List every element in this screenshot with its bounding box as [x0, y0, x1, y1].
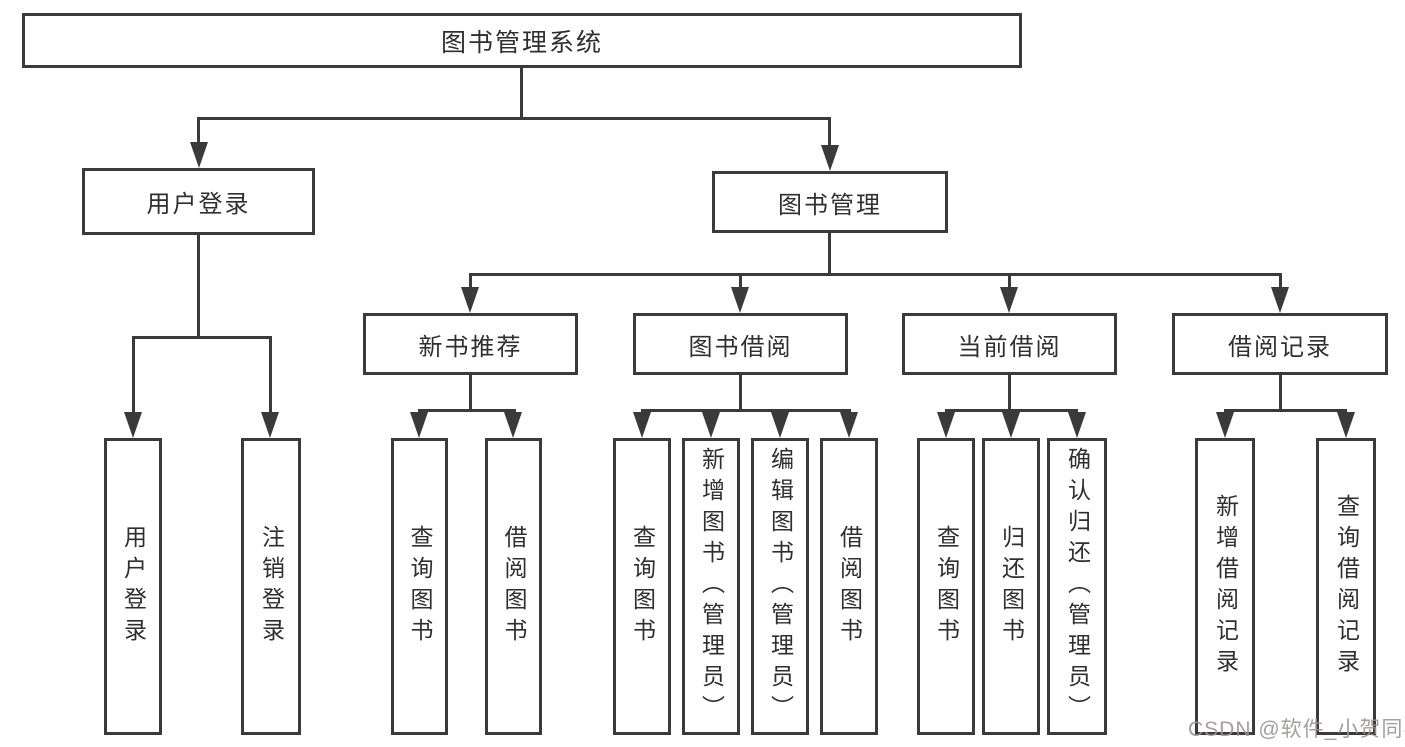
arrow-down-icon [410, 412, 428, 438]
node-new-book-recommendation: 新书推荐 [363, 313, 578, 375]
connector-line [828, 233, 831, 276]
node-user-login: 用户登录 [82, 168, 315, 235]
leaf-logout: 注销登录 [241, 438, 301, 735]
arrow-down-icon [1216, 412, 1234, 438]
connector-line [197, 117, 200, 144]
connector-line [469, 273, 472, 289]
leaf-query-books-borrow: 查询图书 [613, 438, 671, 735]
leaf-borrow-books: 借阅图书 [820, 438, 878, 735]
connector-line [469, 273, 1282, 276]
connector-line [641, 409, 851, 412]
arrow-down-icon [840, 412, 858, 438]
leaf-query-borrow-record: 查询借阅记录 [1316, 438, 1376, 735]
connector-line [469, 375, 472, 412]
arrow-down-icon [702, 412, 720, 438]
connector-line [739, 273, 742, 289]
arrow-down-icon [771, 412, 789, 438]
node-borrowing-records: 借阅记录 [1172, 313, 1388, 375]
leaf-query-books-current: 查询图书 [917, 438, 975, 735]
arrow-down-icon [1068, 412, 1086, 438]
arrow-down-icon [124, 412, 142, 438]
connector-line [197, 117, 831, 120]
connector-line [945, 409, 1078, 412]
connector-line [197, 235, 200, 339]
connector-line [828, 117, 831, 147]
connector-line [520, 68, 523, 120]
connector-line [1279, 273, 1282, 289]
arrow-down-icon [633, 412, 651, 438]
connector-line [132, 336, 272, 339]
connector-line [1008, 273, 1011, 289]
arrow-down-icon [937, 412, 955, 438]
arrow-down-icon [821, 145, 839, 171]
node-current-borrowing: 当前借阅 [902, 313, 1117, 375]
leaf-add-books-admin: 新增图书（管理员） [682, 438, 740, 735]
connector-line [739, 375, 742, 412]
arrow-down-icon [504, 412, 522, 438]
arrow-down-icon [731, 287, 749, 313]
arrow-down-icon [461, 287, 479, 313]
leaf-query-books-rec: 查询图书 [391, 438, 448, 735]
leaf-return-books: 归还图书 [982, 438, 1040, 735]
connector-line [1008, 375, 1011, 412]
connector-line [1224, 409, 1347, 412]
arrow-down-icon [1337, 412, 1355, 438]
node-library-management-system: 图书管理系统 [22, 13, 1022, 68]
leaf-confirm-return-admin: 确认归还（管理员） [1047, 438, 1107, 735]
csdn-watermark: CSDN @软件_小贺同学 [1188, 718, 1405, 741]
node-book-borrowing: 图书借阅 [633, 313, 848, 375]
leaf-edit-books-admin: 编辑图书（管理员） [751, 438, 809, 735]
arrow-down-icon [1000, 287, 1018, 313]
node-book-management: 图书管理 [712, 171, 948, 233]
arrow-down-icon [1271, 287, 1289, 313]
connector-line [132, 336, 135, 414]
leaf-borrow-books-rec: 借阅图书 [485, 438, 542, 735]
connector-line [418, 409, 516, 412]
connector-line [269, 336, 272, 414]
arrow-down-icon [261, 412, 279, 438]
leaf-user-login: 用户登录 [104, 438, 162, 735]
arrow-down-icon [190, 142, 208, 168]
leaf-add-borrow-record: 新增借阅记录 [1195, 438, 1255, 735]
arrow-down-icon [1002, 412, 1020, 438]
connector-line [1279, 375, 1282, 412]
